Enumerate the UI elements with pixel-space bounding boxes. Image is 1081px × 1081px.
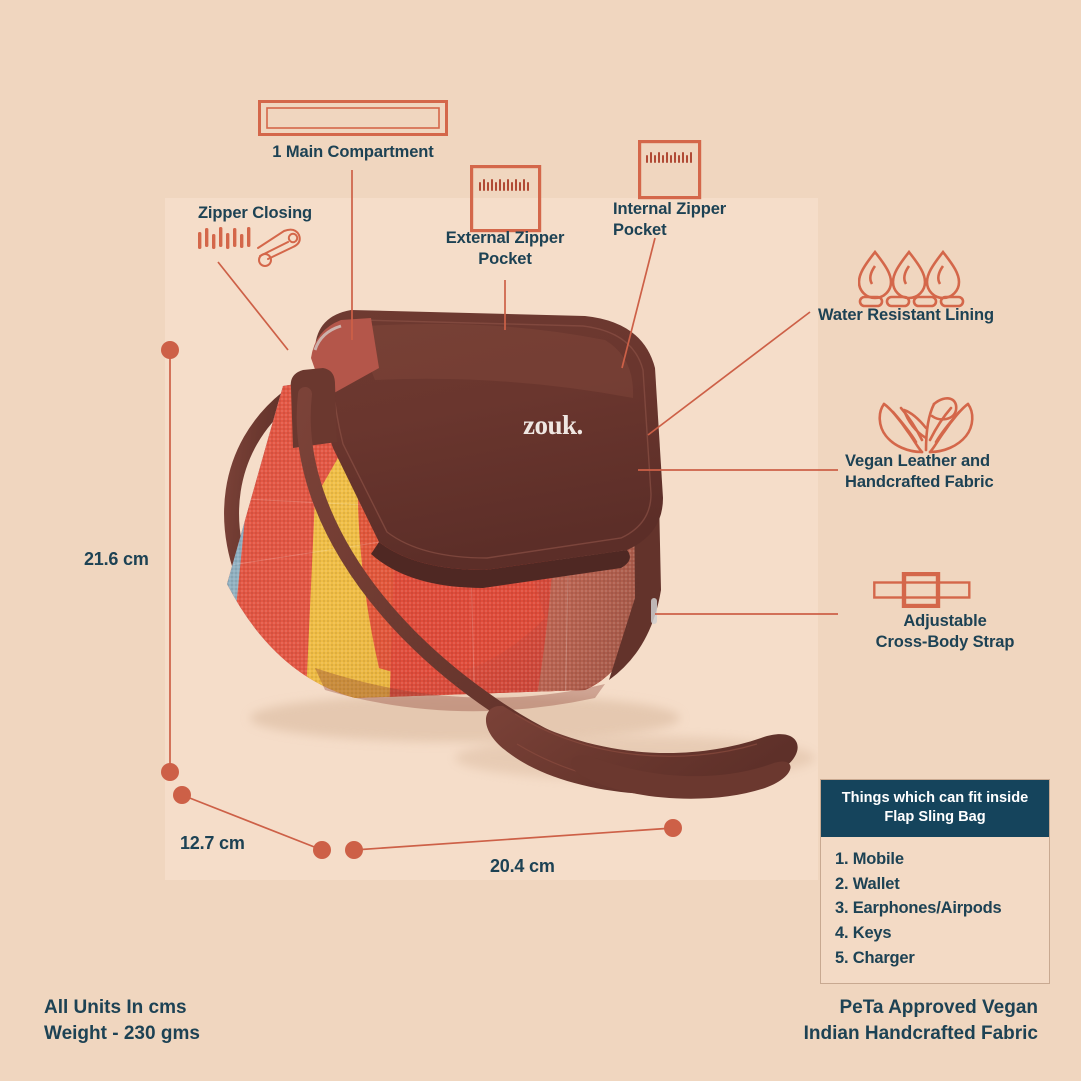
list-item: 5. Charger [835,948,915,967]
water-droplets-icon [858,249,965,308]
annotation-label-water-resistant-lining: Water Resistant Lining [818,306,994,324]
dimension-depth: 12.7 cm [180,833,245,853]
hands-leaf-icon [878,397,974,454]
list-item: 1. Mobile [835,849,904,868]
zipper-safety-pin-icon [198,227,301,267]
annotation-label-adjustable-strap: Adjustable Cross-Body Strap [875,612,1015,652]
fit-contents-list: 1. Mobile 2. Wallet 3. Earphones/Airpods… [821,836,1049,983]
dimension-height: 21.6 cm [84,549,149,569]
svg-text:zouk.: zouk. [523,410,583,440]
brand-logo: zouk. [523,410,583,440]
footer-units-weight: All Units In cms Weight - 230 gms [44,997,200,1045]
product-bag-image: zouk. [165,198,818,880]
annotation-label-zipper-closing: Zipper Closing [197,204,313,222]
zipper-square-icon [638,140,702,200]
annotation-label-main-compartment: 1 Main Compartment [272,143,434,161]
list-item: 2. Wallet [835,874,900,893]
dimension-width: 20.4 cm [490,856,555,876]
annotation-label-internal-zipper-pocket: Internal Zipper Pocket [613,200,727,240]
fit-contents-title: Things which can fit inside Flap Sling B… [821,780,1049,837]
rectangle-outline-icon [258,100,448,136]
annotation-label-external-zipper-pocket: External Zipper Pocket [445,229,565,269]
list-item: 4. Keys [835,924,892,943]
list-item: 3. Earphones/Airpods [835,899,1002,918]
annotation-label-vegan-leather: Vegan Leather and Handcrafted Fabric [845,452,994,492]
footer-peta-vegan: PeTa Approved Vegan Indian Handcrafted F… [803,997,1038,1045]
zipper-square-icon [470,165,542,233]
fit-contents-box: Things which can fit inside Flap Sling B… [820,779,1050,984]
strap-buckle-icon [873,572,971,608]
